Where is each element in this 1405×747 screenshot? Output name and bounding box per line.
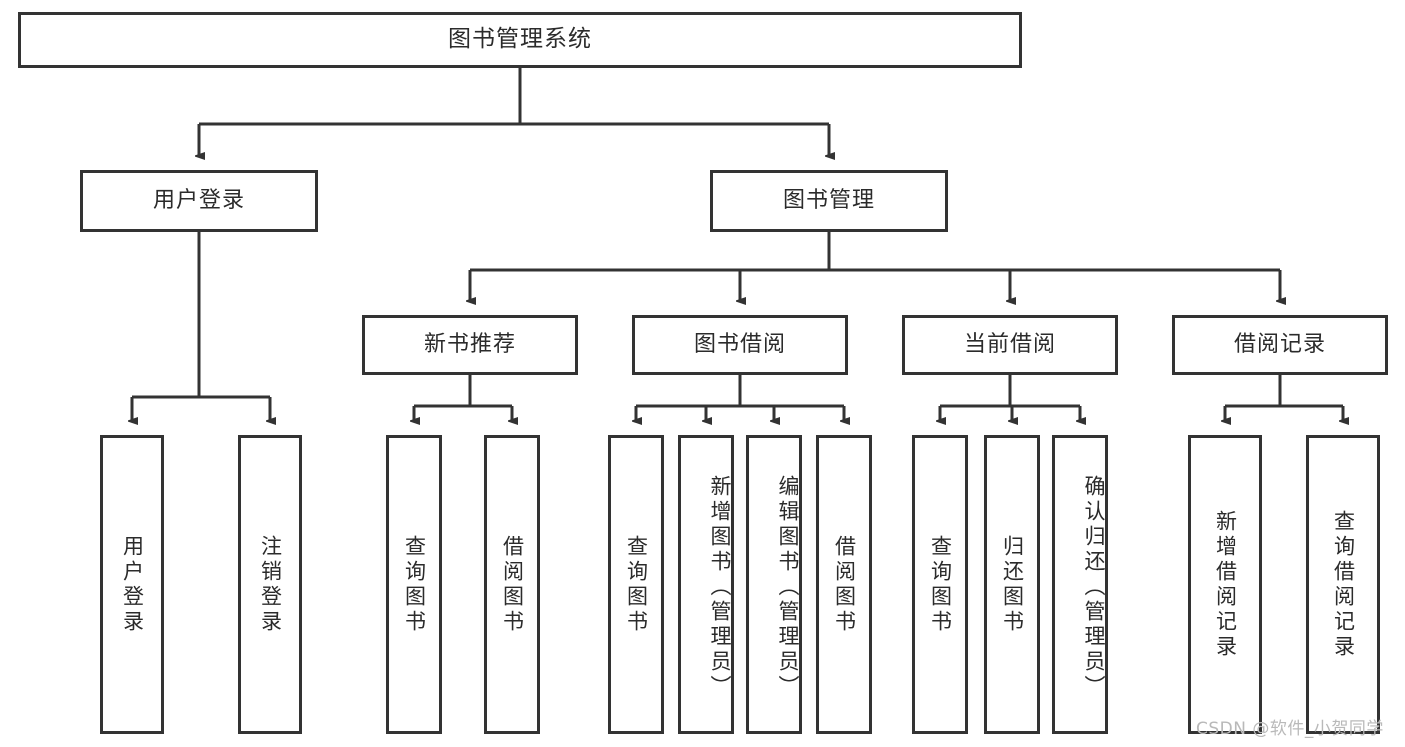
leaf-return-books[interactable]: 归还图书 — [984, 435, 1040, 734]
csdn-watermark: CSDN @软件_小贺同学 — [1196, 719, 1384, 739]
leaf-logout-login[interactable]: 注销登录 — [238, 435, 302, 734]
leaf-query-borrow-record[interactable]: 查询借阅记录 — [1306, 435, 1380, 734]
edge-group-current-to-leaves — [940, 375, 1080, 421]
node-current-borrow[interactable]: 当前借阅 — [902, 315, 1118, 375]
edge-group-newbook-to-leaves — [414, 375, 512, 421]
node-user-login[interactable]: 用户登录 — [80, 170, 318, 232]
node-book-borrow[interactable]: 图书借阅 — [632, 315, 848, 375]
node-root-system[interactable]: 图书管理系统 — [18, 12, 1022, 68]
leaf-confirm-return-admin[interactable]: 确认归还（管理员） — [1052, 435, 1108, 734]
leaf-query-books-borrow[interactable]: 查询图书 — [608, 435, 664, 734]
node-borrow-records[interactable]: 借阅记录 — [1172, 315, 1388, 375]
leaf-query-books-current[interactable]: 查询图书 — [912, 435, 968, 734]
edge-group-bookmgmt-to-level3 — [470, 232, 1280, 301]
leaf-user-login[interactable]: 用户登录 — [100, 435, 164, 734]
leaf-borrow-books[interactable]: 借阅图书 — [816, 435, 872, 734]
node-book-management[interactable]: 图书管理 — [710, 170, 948, 232]
leaf-edit-book-admin[interactable]: 编辑图书（管理员） — [746, 435, 802, 734]
leaf-query-books-recommend[interactable]: 查询图书 — [386, 435, 442, 734]
edge-group-root-to-level2 — [199, 68, 829, 156]
edge-group-userlogin-to-leaves — [132, 232, 270, 421]
node-new-book-recommend[interactable]: 新书推荐 — [362, 315, 578, 375]
leaf-borrow-books-recommend[interactable]: 借阅图书 — [484, 435, 540, 734]
edge-group-records-to-leaves — [1225, 375, 1343, 421]
edge-group-borrow-to-leaves — [636, 375, 844, 421]
leaf-add-borrow-record[interactable]: 新增借阅记录 — [1188, 435, 1262, 734]
leaf-add-book-admin[interactable]: 新增图书（管理员） — [678, 435, 734, 734]
